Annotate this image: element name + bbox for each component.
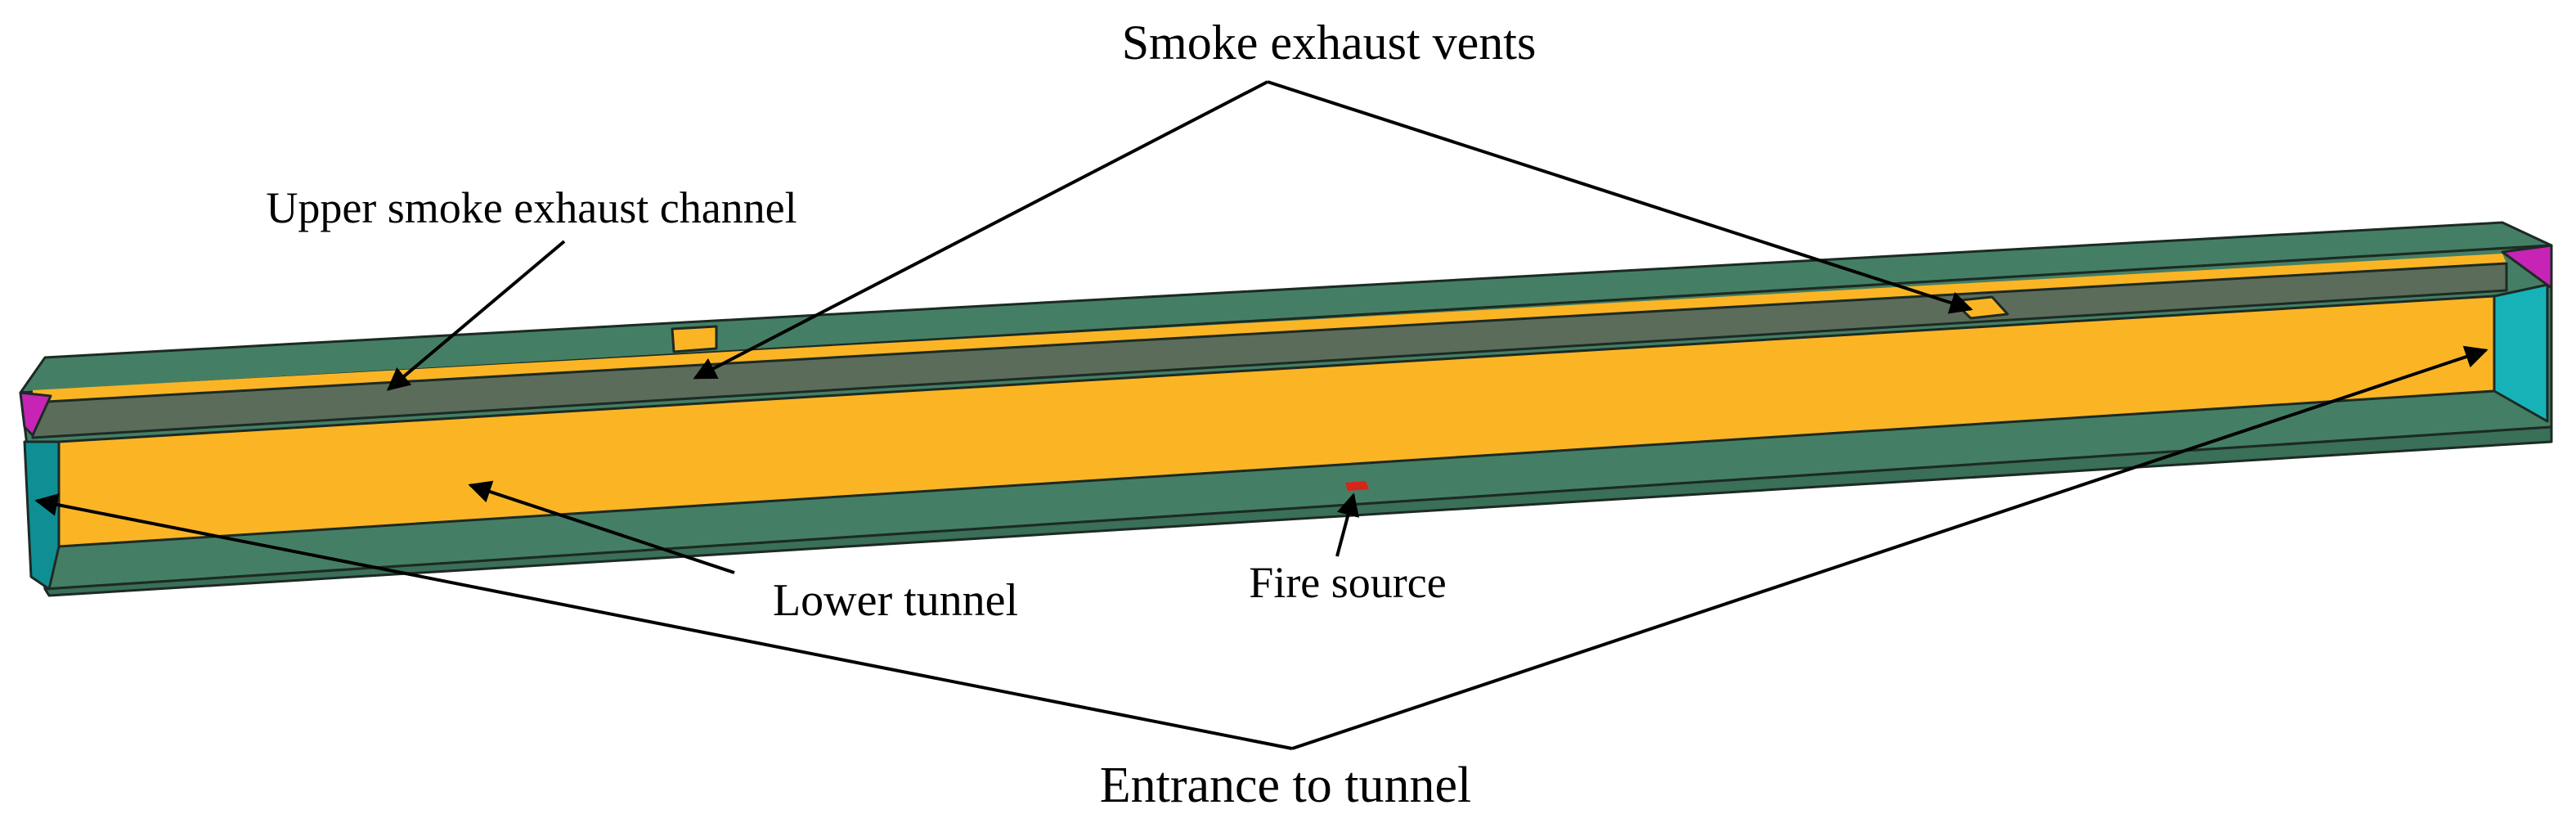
smoke-exhaust-vent-left (671, 325, 718, 353)
label-smoke-exhaust-vents: Smoke exhaust vents (1122, 16, 1537, 70)
left-entrance-face (23, 440, 61, 591)
label-fire-source: Fire source (1249, 558, 1446, 607)
pointer-vent-left (693, 80, 1268, 380)
right-upper-end-face (2501, 244, 2553, 290)
label-upper-smoke-exhaust-channel: Upper smoke exhaust channel (266, 183, 797, 232)
pointer-fire-source (1335, 492, 1360, 557)
labels: Smoke exhaust vents Upper smoke exhaust … (266, 16, 1536, 813)
pointer-vent-right (1267, 80, 1973, 314)
label-lower-tunnel: Lower tunnel (773, 575, 1018, 626)
pointer-upper-channel (386, 240, 566, 391)
pointer-entrance-left (34, 493, 1293, 750)
tunnel-model (19, 221, 2553, 597)
fire-source-mark (1345, 481, 1369, 491)
pointer-entrance-right (1291, 345, 2488, 750)
label-entrance-to-tunnel: Entrance to tunnel (1100, 758, 1472, 813)
upper-channel-interior (33, 254, 2506, 403)
pointer-lines (34, 80, 2488, 750)
left-upper-end-face (19, 391, 52, 437)
right-entrance-face (2493, 283, 2549, 423)
pointer-lower-tunnel (468, 480, 735, 574)
